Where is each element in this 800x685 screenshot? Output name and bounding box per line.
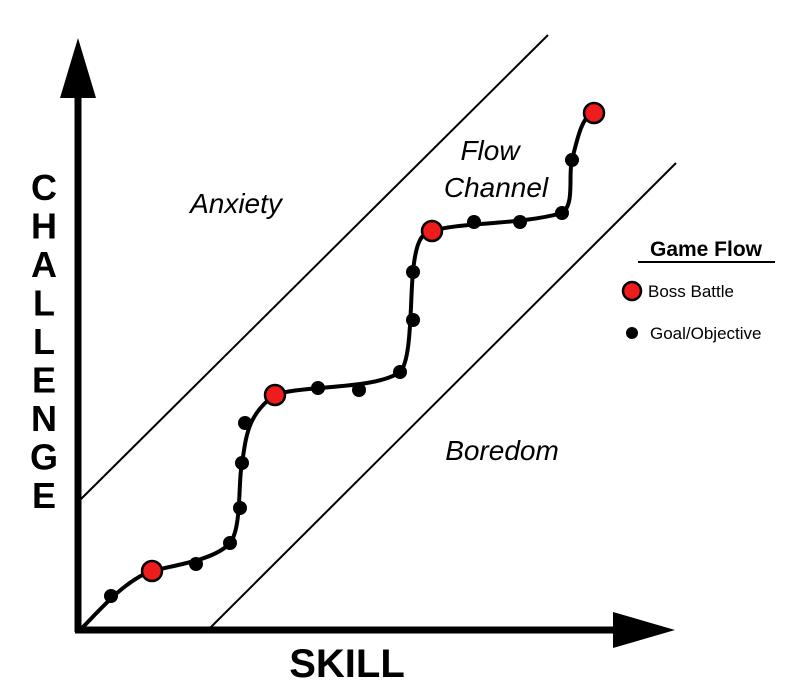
y-axis-label-letter: H	[31, 206, 57, 247]
legend-boss-label: Boss Battle	[648, 282, 734, 301]
goal-points	[104, 153, 579, 603]
boss-battle-marker	[582, 101, 606, 125]
boss-points	[140, 101, 606, 583]
flow-channel-label-line2: Channel	[444, 172, 549, 203]
goal-dot	[104, 589, 118, 603]
goal-dot	[189, 557, 203, 571]
legend-boss-swatch	[621, 280, 643, 302]
x-axis-arrowhead	[613, 612, 675, 648]
upper-boundary-line	[79, 34, 549, 501]
boss-battle-marker	[420, 219, 444, 243]
y-axis-label-letter: G	[30, 437, 58, 478]
boss-battle-marker	[140, 559, 164, 583]
legend-goal-label: Goal/Objective	[650, 324, 762, 343]
goal-dot	[393, 365, 407, 379]
goal-dot	[238, 416, 252, 430]
legend: Game Flow Boss Battle Goal/Objective	[621, 238, 775, 343]
y-axis-label-letter: E	[32, 475, 56, 516]
y-axis-arrowhead	[60, 38, 96, 98]
goal-dot	[406, 265, 420, 279]
goal-dot	[352, 383, 366, 397]
boss-battle-marker	[263, 383, 287, 407]
goal-dot	[467, 215, 481, 229]
y-axis-label-letter: E	[32, 360, 56, 401]
flow-channel-label-line1: Flow	[460, 135, 521, 166]
anxiety-label: Anxiety	[188, 188, 284, 219]
goal-dot	[223, 536, 237, 550]
axes	[60, 38, 675, 648]
y-axis-label-letter: L	[33, 283, 55, 324]
goal-dot	[235, 456, 249, 470]
legend-title: Game Flow	[650, 238, 763, 261]
goal-dot	[311, 381, 325, 395]
goal-dot	[555, 206, 569, 220]
y-axis-label-letter: L	[33, 321, 55, 362]
y-axis-label-letter: N	[31, 398, 57, 439]
goal-dot	[565, 153, 579, 167]
legend-goal-swatch	[626, 327, 638, 339]
goal-dot	[513, 215, 527, 229]
boredom-label: Boredom	[445, 435, 559, 466]
y-axis-label-letter: C	[31, 167, 57, 208]
y-axis-label-letter: A	[31, 244, 57, 285]
x-axis-label: SKILL	[289, 642, 405, 685]
goal-dot	[406, 313, 420, 327]
goal-dot	[233, 501, 247, 515]
flow-channel-boundaries	[79, 34, 677, 631]
lower-boundary-line	[207, 162, 677, 631]
